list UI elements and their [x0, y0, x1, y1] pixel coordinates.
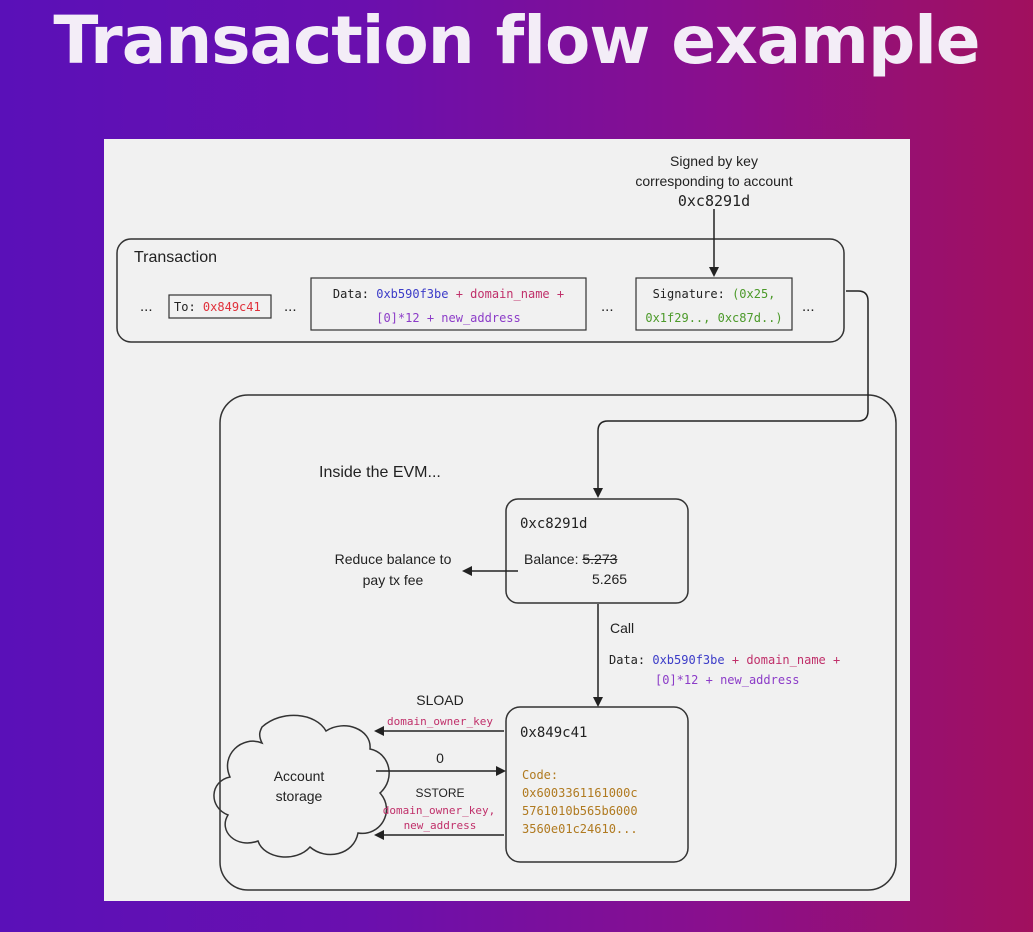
- return-value: 0: [436, 750, 444, 766]
- sload-label: SLOAD: [416, 692, 464, 708]
- ellipsis-3: ...: [601, 298, 614, 315]
- balance-label: Balance:: [524, 551, 579, 567]
- data-field-box: [310, 277, 587, 331]
- call-label: Call: [610, 620, 635, 636]
- ellipsis-1: ...: [140, 298, 153, 315]
- diagram-panel: Signed by key corresponding to account 0…: [104, 139, 910, 901]
- slide-title: Transaction flow example: [53, 2, 980, 79]
- signature-line-2: 0x1f29.., 0xc87d..): [645, 311, 783, 325]
- evm-title: Inside the EVM...: [319, 464, 441, 481]
- transaction-box: [116, 238, 845, 343]
- code-line-3: 3560e01c24610...: [522, 822, 638, 836]
- balance-new: 5.265: [592, 571, 628, 587]
- call-data: Data: 0xb590f3be + domain_name + [0]*12 …: [609, 650, 840, 690]
- transaction-to-evm-path: [593, 290, 869, 498]
- code-line-2: 5761010b565b6000: [522, 804, 638, 818]
- signed-line-1: Signed by key: [670, 153, 758, 169]
- account-storage-label: Account storage: [254, 766, 344, 806]
- call-data-zero: [0]*12: [655, 673, 699, 687]
- reduce-line-2: pay tx fee: [362, 572, 424, 588]
- data-field: Data: 0xb590f3be + domain_name + [0]*12 …: [312, 282, 585, 330]
- to-value: 0x849c41: [202, 300, 261, 314]
- sstore-key: domain_owner_key,: [382, 804, 496, 817]
- sender-balance: Balance: 5.273 5.265: [524, 549, 627, 589]
- data-plus-3: +: [426, 311, 435, 325]
- data-newaddr: new_address: [441, 311, 521, 325]
- call-data-selector: 0xb590f3be: [652, 653, 725, 667]
- call-data-newaddr: new_address: [720, 673, 800, 687]
- account-storage-cloud: [213, 714, 390, 858]
- transaction-title: Transaction: [134, 249, 217, 266]
- data-label: Data:: [332, 287, 369, 301]
- call-data-plus-3: +: [705, 673, 713, 687]
- call-data-line-1: Data: 0xb590f3be + domain_name +: [609, 650, 840, 670]
- to-field-box: [168, 294, 272, 319]
- signed-line-2: corresponding to account: [635, 173, 793, 189]
- sstore-label: SSTORE: [415, 786, 465, 800]
- data-field-line-1: Data: 0xb590f3be + domain_name +: [312, 282, 585, 306]
- signature-field: Signature: (0x25, 0x1f29.., 0xc87d..): [637, 282, 791, 330]
- call-data-label: Data:: [609, 653, 646, 667]
- code-label: Code:: [522, 768, 559, 782]
- data-plus-1: +: [455, 287, 463, 301]
- call-data-line-2: [0]*12 + new_address: [609, 670, 840, 690]
- contract-address: 0x849c41: [520, 725, 588, 741]
- balance-old: 5.273: [582, 551, 618, 567]
- data-zero: [0]*12: [376, 311, 420, 325]
- signature-value-1: (0x25,: [732, 287, 776, 301]
- signed-account: 0xc8291d: [677, 192, 751, 210]
- signature-field-box: [635, 277, 793, 331]
- data-plus-2: +: [556, 287, 565, 301]
- reduce-balance-note: Reduce balance to pay tx fee: [318, 549, 468, 591]
- contract-box: [505, 706, 689, 863]
- storage-line-1: Account: [273, 768, 325, 784]
- evm-box: [219, 394, 897, 891]
- call-data-plus-2: +: [833, 653, 841, 667]
- sload-key: domain_owner_key: [387, 715, 493, 728]
- sender-account-box: [505, 498, 689, 604]
- sender-address: 0xc8291d: [520, 516, 588, 532]
- to-label: To:: [174, 300, 196, 314]
- signature-label: Signature:: [652, 287, 725, 301]
- code-line-1: 0x6003361161000c: [522, 786, 638, 800]
- reduce-line-1: Reduce balance to: [334, 551, 452, 567]
- call-data-domain: domain_name: [746, 653, 826, 667]
- signature-line-1: Signature: (0x25,: [637, 282, 791, 306]
- data-selector: 0xb590f3be: [376, 287, 449, 301]
- signed-note: Signed by key corresponding to account 0…: [610, 151, 818, 211]
- call-data-plus-1: +: [731, 653, 740, 667]
- to-field: To: 0x849c41: [174, 298, 261, 317]
- contract-code: Code: 0x6003361161000c 5761010b565b6000 …: [522, 766, 638, 838]
- data-domain: domain_name: [470, 287, 550, 301]
- sstore-value: new_address: [403, 819, 477, 832]
- ellipsis-4: ...: [802, 298, 815, 315]
- ellipsis-2: ...: [284, 298, 297, 315]
- data-field-line-2: [0]*12 + new_address: [312, 306, 585, 330]
- diagram-lines: [116, 209, 897, 891]
- storage-line-2: storage: [275, 788, 323, 804]
